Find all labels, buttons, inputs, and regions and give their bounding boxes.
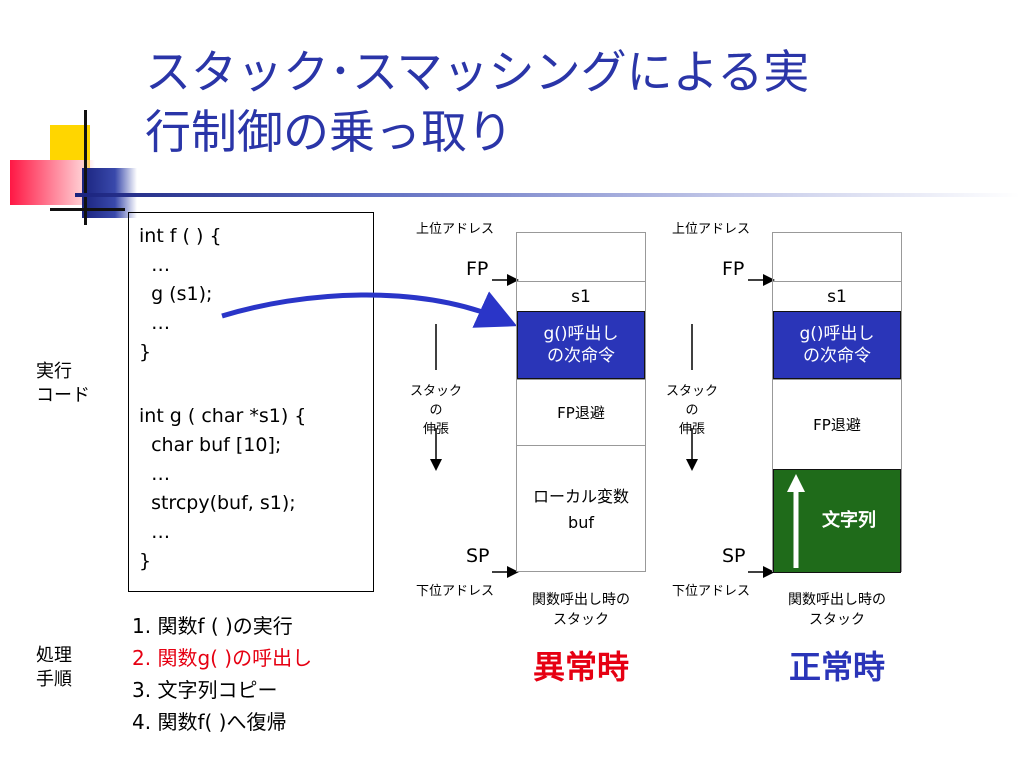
step-item: 3. 文字列コピー [132, 678, 278, 702]
code-line: int f ( ) { [139, 225, 222, 247]
call-arrow [221, 291, 518, 328]
stack-growth-label: スタックの 伸張 [660, 380, 724, 437]
stack-cell-fp-save: FP退避 [773, 379, 901, 469]
stack-growth-line2: 伸張 [422, 422, 449, 437]
step-item: 2. 関数g( )の呼出し [132, 646, 313, 670]
code-line: … [139, 312, 171, 334]
local-line2: buf [568, 512, 594, 532]
code-line: } [139, 341, 152, 363]
step-item: 4. 関数f( )へ復帰 [132, 710, 287, 734]
upper-address-label: 上位アドレス [416, 222, 495, 237]
stack-caption: 関数呼出し時の スタック [508, 590, 654, 630]
step-item: 1. 関数f ( )の実行 [132, 614, 293, 638]
fp-label: FP [466, 258, 489, 280]
caption-line2: スタック [809, 612, 865, 628]
string-label: 文字列 [822, 510, 876, 531]
code-line: … [139, 254, 171, 276]
return-line1: g()呼出し [799, 324, 875, 344]
procedure-label-line2: 手順 [36, 669, 72, 690]
exec-code-label: 実行 コード [36, 360, 90, 408]
stack-cell-return-address: g()呼出し の次命令 [517, 311, 645, 379]
stack-normal: s1 g()呼出し の次命令 FP退避 文字列 [772, 232, 902, 573]
procedure-label-line1: 処理 [36, 645, 72, 666]
code-line: } [139, 550, 152, 572]
code-line: … [139, 463, 171, 485]
stack-cell-return-address: g()呼出し の次命令 [773, 311, 901, 379]
abnormal-state-label: 異常時 [532, 648, 629, 686]
stack-growth-line1: スタックの [665, 384, 718, 418]
code-box: int f ( ) { … g (s1); … } int g ( char *… [128, 212, 374, 592]
code-line: strcpy(buf, s1); [139, 492, 296, 514]
stack-growth-line1: スタックの [409, 384, 462, 418]
procedure-label: 処理 手順 [36, 644, 72, 692]
slide-title: スタック･スマッシングによる実 行制御の乗っ取り [145, 42, 1005, 162]
stack-growth-label: スタックの 伸張 [404, 380, 468, 437]
return-line2: の次命令 [803, 346, 871, 366]
exec-code-label-line2: コード [36, 385, 90, 406]
up-arrow-icon [787, 474, 805, 568]
stack-caption: 関数呼出し時の スタック [764, 590, 910, 630]
stack-abnormal: s1 g()呼出し の次命令 FP退避 ローカル変数 buf [516, 232, 646, 572]
local-line1: ローカル変数 [532, 486, 629, 506]
title-rule [75, 193, 1020, 197]
code-line: … [139, 521, 171, 543]
upper-address-label: 上位アドレス [672, 222, 751, 237]
stack-cell-string: 文字列 [773, 469, 901, 573]
lower-address-label: 下位アドレス [672, 584, 751, 599]
lower-address-label: 下位アドレス [416, 584, 495, 599]
normal-state-label: 正常時 [788, 648, 885, 686]
stack-cell-fp-save: FP退避 [517, 379, 645, 445]
return-line2: の次命令 [547, 346, 615, 366]
code-line: g (s1); [139, 283, 213, 305]
code-line: char buf [10]; [139, 434, 282, 456]
sp-label: SP [722, 545, 746, 567]
stack-growth-line2: 伸張 [678, 422, 705, 437]
exec-code-label-line1: 実行 [36, 361, 72, 382]
caption-line1: 関数呼出し時の [532, 592, 630, 608]
sp-label: SP [466, 545, 490, 567]
fp-label: FP [722, 258, 745, 280]
title-line-2: 行制御の乗っ取り [145, 105, 513, 159]
caption-line2: スタック [553, 612, 609, 628]
title-line-1: スタック･スマッシングによる実 [145, 45, 810, 99]
procedure-steps: 1. 関数f ( )の実行 2. 関数g( )の呼出し 3. 文字列コピー 4.… [132, 612, 412, 752]
stack-cell-s1: s1 [517, 281, 645, 311]
return-line1: g()呼出し [543, 324, 619, 344]
code-line: int g ( char *s1) { [139, 405, 307, 427]
stack-cell-local-buf: ローカル変数 buf [517, 445, 645, 573]
stack-cell-empty [517, 233, 645, 281]
stack-cell-empty [773, 233, 901, 281]
caption-line1: 関数呼出し時の [788, 592, 886, 608]
stack-cell-s1: s1 [773, 281, 901, 311]
